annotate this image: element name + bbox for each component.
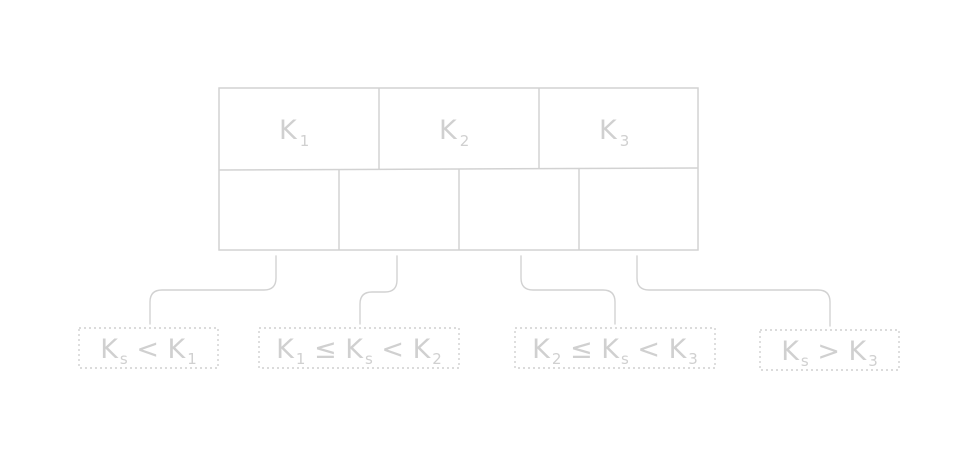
key-3-main: K bbox=[599, 115, 618, 146]
range-4-part-3-sub: 3 bbox=[868, 352, 878, 370]
key-1-sub: 1 bbox=[300, 132, 310, 150]
key-3-sub: 3 bbox=[620, 132, 630, 150]
range-4-part-2-main: > bbox=[809, 336, 849, 367]
connector-3 bbox=[520, 255, 616, 325]
range-3-part-5-sub: 3 bbox=[688, 350, 698, 368]
range-3-part-3-sub: s bbox=[621, 350, 629, 368]
range-2-part-1-main: K bbox=[276, 334, 295, 365]
range-box-3 bbox=[514, 327, 716, 369]
key-1-main: K bbox=[279, 115, 298, 146]
key-2-sub: 2 bbox=[460, 132, 470, 150]
range-1-part-1-sub: s bbox=[120, 350, 128, 368]
range-2-part-3-sub: s bbox=[365, 350, 373, 368]
range-4-part-1-sub: s bbox=[801, 352, 809, 370]
range-3-part-3-main: K bbox=[601, 334, 620, 365]
range-3-part-4-main: < bbox=[629, 334, 669, 365]
range-1-part-2-main: < bbox=[128, 334, 168, 365]
connector-4 bbox=[636, 255, 831, 327]
range-4-part-3-main: K bbox=[849, 336, 868, 367]
connector-2 bbox=[359, 255, 398, 325]
range-2-part-4-main: < bbox=[373, 334, 413, 365]
key-2-main: K bbox=[439, 115, 458, 146]
range-1-part-1-main: K bbox=[100, 334, 119, 365]
range-3-part-1-sub: 2 bbox=[552, 350, 562, 368]
range-box-2 bbox=[258, 327, 460, 369]
range-3-part-2-main: ≤ bbox=[561, 334, 601, 365]
range-2-part-2-main: ≤ bbox=[305, 334, 345, 365]
range-2-part-5-main: K bbox=[413, 334, 432, 365]
range-4-part-1-main: K bbox=[781, 336, 800, 367]
range-3-part-5-main: K bbox=[669, 334, 688, 365]
range-1-part-3-main: K bbox=[168, 334, 187, 365]
range-2-part-5-sub: 2 bbox=[432, 350, 442, 368]
pointer-connectors bbox=[149, 255, 831, 327]
range-2-part-1-sub: 1 bbox=[296, 350, 306, 368]
range-2-part-3-main: K bbox=[345, 334, 364, 365]
range-1-part-3-sub: 1 bbox=[187, 350, 197, 368]
connector-1 bbox=[149, 255, 277, 325]
range-3-part-1-main: K bbox=[532, 334, 551, 365]
